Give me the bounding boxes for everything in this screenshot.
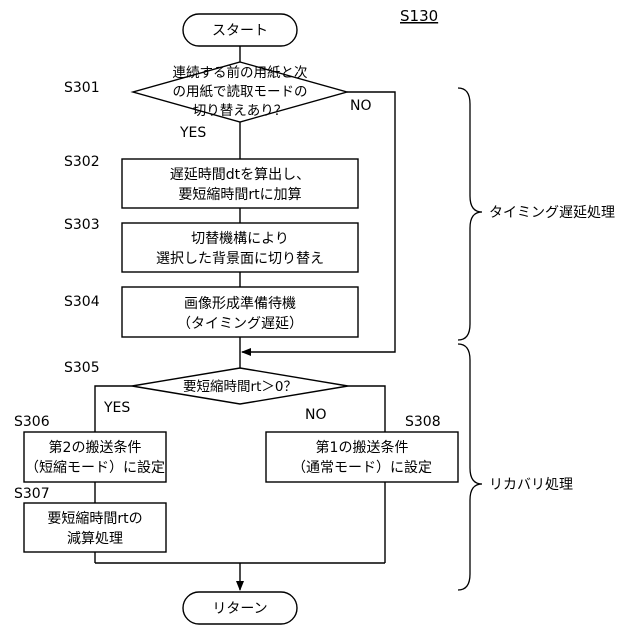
step-id-s307: S307: [14, 486, 50, 502]
process-s304: 画像形成準備待機 （タイミング遅延）: [122, 287, 358, 337]
s304-line-1: 画像形成準備待機: [184, 296, 296, 312]
s304-line-2: （タイミング遅延）: [177, 316, 303, 332]
step-id-s301: S301: [64, 80, 100, 96]
s301-line-2: の用紙で読取モードの: [173, 84, 308, 100]
s305-yes-label: YES: [103, 400, 130, 416]
step-id-s303: S303: [64, 217, 100, 233]
s301-no-label: NO: [350, 98, 372, 114]
brace-recovery: [458, 344, 482, 590]
step-id-s308: S308: [405, 414, 441, 430]
step-id-s305: S305: [64, 360, 100, 376]
s307-line-1: 要短縮時間rtの: [47, 511, 142, 527]
connector-s305-no: [348, 386, 385, 432]
step-id-s302: S302: [64, 154, 100, 170]
end-label: リターン: [212, 601, 267, 617]
group-label-recovery: リカバリ処理: [489, 477, 573, 493]
decision-s301: 連続する前の用紙と次 の用紙で読取モードの 切り替えあり？: [133, 62, 347, 122]
s302-line-2: 要短縮時間rtに加算: [178, 187, 301, 203]
process-s303: 切替機構により 選択した背景面に切り替え: [122, 223, 358, 272]
process-s307: 要短縮時間rtの 減算処理: [24, 503, 166, 552]
s305-no-label: NO: [305, 407, 327, 423]
step-id-s304: S304: [64, 294, 100, 310]
s306-line-1: 第2の搬送条件: [49, 439, 142, 456]
start-terminal: スタート: [183, 14, 297, 46]
s303-line-2: 選択した背景面に切り替え: [156, 251, 324, 267]
s301-line-3: 切り替えあり？: [193, 103, 288, 119]
s308-line-1: 第1の搬送条件: [316, 439, 409, 456]
s306-line-2: （短縮モード）に設定: [25, 460, 165, 476]
s302-line-1: 遅延時間dtを算出し、: [170, 167, 310, 183]
s301-yes-label: YES: [179, 125, 206, 141]
s303-line-1: 切替機構により: [191, 231, 289, 247]
s301-line-1: 連続する前の用紙と次: [173, 64, 308, 81]
s308-line-2: （通常モード）に設定: [292, 460, 432, 476]
end-terminal: リターン: [183, 592, 297, 624]
group-label-timing-delay: タイミング遅延処理: [489, 205, 615, 221]
step-id-s306: S306: [14, 414, 50, 430]
brace-timing-delay: [458, 88, 482, 340]
decision-s305: 要短縮時間rt＞0？: [132, 368, 348, 404]
process-s306: 第2の搬送条件 （短縮モード）に設定: [24, 432, 166, 482]
s305-line-1: 要短縮時間rt＞0？: [183, 379, 297, 395]
process-s302: 遅延時間dtを算出し、 要短縮時間rtに加算: [122, 159, 358, 208]
start-label: スタート: [212, 23, 268, 39]
process-s308: 第1の搬送条件 （通常モード）に設定: [266, 432, 458, 482]
s307-line-2: 減算処理: [67, 530, 123, 547]
figure-number: S130: [400, 7, 438, 25]
